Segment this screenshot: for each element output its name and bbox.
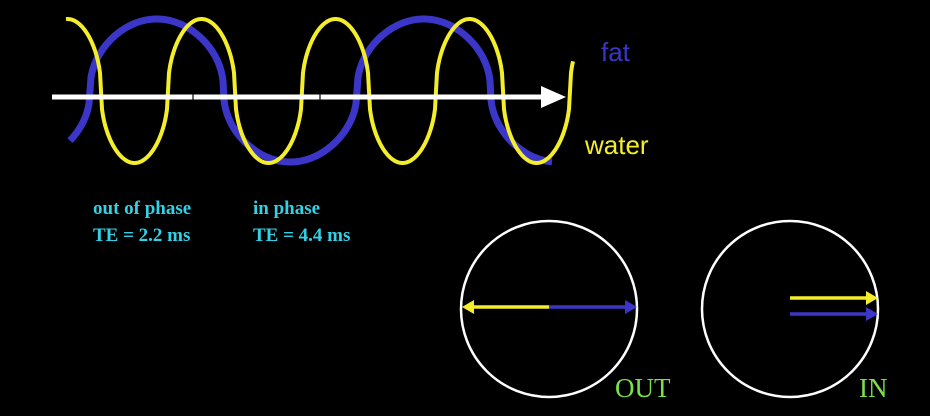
in-phase-vector-diagram: IN	[700, 219, 888, 403]
caption-out-of-phase-te: TE = 2.2 ms	[93, 225, 190, 246]
caption-out-of-phase: out of phase TE = 2.2 ms	[93, 198, 191, 246]
out-fat-vector-arrowhead	[625, 300, 637, 314]
out-phase-circle	[459, 219, 639, 399]
in-phase-circle	[700, 219, 880, 399]
in-water-vector-arrowhead	[866, 291, 878, 305]
fat-legend-label: fat	[601, 37, 631, 67]
in-fat-vector-arrowhead	[866, 307, 878, 321]
out-of-phase-vector-diagram: OUT	[459, 219, 671, 403]
in-label: IN	[859, 373, 888, 403]
fat-signal-wave	[67, 15, 555, 166]
time-axis-arrowhead	[541, 86, 566, 108]
out-water-vector-arrowhead	[462, 300, 474, 314]
time-axis	[52, 86, 566, 108]
caption-in-phase: in phase TE = 4.4 ms	[253, 198, 350, 246]
caption-in-phase-title: in phase	[253, 198, 320, 219]
caption-out-of-phase-title: out of phase	[93, 198, 191, 219]
caption-in-phase-te: TE = 4.4 ms	[253, 225, 350, 246]
signal-waves	[65, 15, 575, 166]
water-signal-wave	[65, 17, 575, 165]
water-legend-label: water	[584, 130, 649, 160]
out-label: OUT	[615, 373, 671, 403]
